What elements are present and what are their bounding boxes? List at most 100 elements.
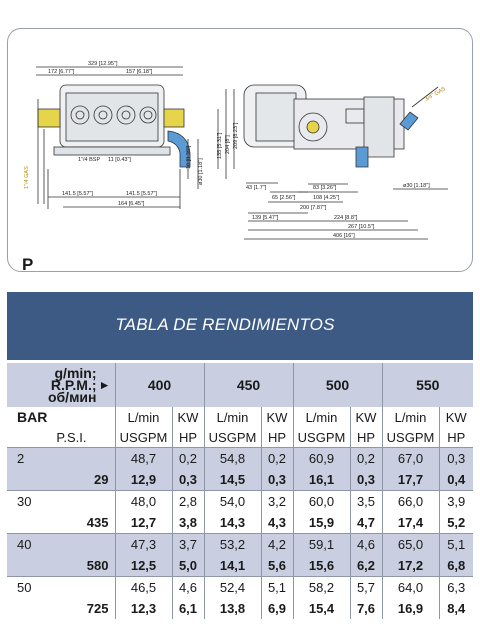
kw-cell: 5,7 xyxy=(349,576,382,598)
dim-141-left: 141.5 [5.57"] xyxy=(62,191,93,197)
kw-cell: 5,1 xyxy=(438,533,473,555)
psi-value: 580 xyxy=(7,555,115,577)
lmin-cell: 67,0 xyxy=(381,447,439,469)
dim-267: 267 [10.5"] xyxy=(348,224,375,230)
usgpm-cell: 14,3 xyxy=(203,512,261,534)
kw-cell: 3,9 xyxy=(438,490,473,512)
rpm-400: 400 xyxy=(114,363,204,407)
hp-cell: 4,3 xyxy=(260,512,293,534)
hp-cell: 0,4 xyxy=(438,469,473,491)
kw-cell: 4,2 xyxy=(260,533,293,555)
hp-cell: 5,6 xyxy=(260,555,293,577)
hp-cell: 6,8 xyxy=(438,555,473,577)
dim-200: 200 [7.87"] xyxy=(300,205,327,211)
lmin-cell: 47,3 xyxy=(114,533,172,555)
bar-value: 2 xyxy=(7,447,115,469)
dim-108: 108 [4.25"] xyxy=(313,195,340,201)
psi-value: 725 xyxy=(86,601,109,616)
kw-cell: 3,7 xyxy=(171,533,204,555)
usgpm-cell: 17,2 xyxy=(381,555,439,577)
hp-cell: 0,3 xyxy=(349,469,382,491)
usgpm-cell: 16,1 xyxy=(292,469,350,491)
dim-11: 11 [0.43"] xyxy=(108,157,131,163)
kw-cell: 6,3 xyxy=(438,576,473,598)
kw-cell: 4,6 xyxy=(171,576,204,598)
bar-label: BAR xyxy=(17,409,48,425)
kw-cell: 3,2 xyxy=(260,490,293,512)
dim-bsp: 1"/4 BSP xyxy=(78,157,100,163)
kw-cell: 0,2 xyxy=(260,447,293,469)
bar-value: 40 xyxy=(7,533,115,555)
hp-cell: 4,7 xyxy=(349,512,382,534)
lmin-cell: 54,8 xyxy=(203,447,261,469)
usgpm-cell: 15,4 xyxy=(292,598,350,619)
hp-cell: 0,3 xyxy=(171,469,204,491)
dim-209: 209 [8.23"] xyxy=(233,122,239,149)
hp-cell: 5,2 xyxy=(438,512,473,534)
lmin-cell: 64,0 xyxy=(381,576,439,598)
usgpm-cell: 17,7 xyxy=(381,469,439,491)
kw-cell: 3,5 xyxy=(349,490,382,512)
dim-139: 139 [5.47"] xyxy=(252,215,279,221)
hp-cell: 3,8 xyxy=(171,512,204,534)
usgpm-cell: 12,5 xyxy=(114,555,172,577)
lmin-cell: 58,2 xyxy=(292,576,350,598)
rpm-500: 500 xyxy=(292,363,382,407)
dim-o30-side: ø30 [1.18"] xyxy=(403,183,430,189)
dim-141-right: 141.5 [5.57"] xyxy=(126,191,157,197)
dim-gas-front: 1"/4 GAS xyxy=(24,166,30,189)
arrow-right-icon: ► xyxy=(98,378,111,392)
bar-value: 30 xyxy=(7,490,115,512)
usgpm-cell: 15,6 xyxy=(292,555,350,577)
pump-model-label: P xyxy=(22,255,34,274)
rpm-header-row: g/min; R.P.M.; об/мин ► 400 450 500 550 xyxy=(7,363,473,407)
technical-drawing-panel: 329 [12.95"] 172 [6.77"] 157 [6.18"] 1"/… xyxy=(7,28,473,274)
usgpm-cell: 14,1 xyxy=(203,555,261,577)
rpm-550: 550 xyxy=(381,363,473,407)
kw-cell: 5,1 xyxy=(260,576,293,598)
dim-43: 43 [1.7"] xyxy=(246,185,267,191)
dim-164: 164 [6.45"] xyxy=(118,201,145,207)
lmin-cell: 59,1 xyxy=(292,533,350,555)
dim-10: 10 [0.39"] xyxy=(186,145,192,169)
dim-o30-front: ø30 [1.18"] xyxy=(198,158,204,185)
lmin-cell: 60,9 xyxy=(292,447,350,469)
psi-value: 435 xyxy=(86,515,109,530)
lmin-cell: 48,0 xyxy=(114,490,172,512)
usgpm-cell: 12,7 xyxy=(114,512,172,534)
usgpm-cell: 13,8 xyxy=(203,598,261,619)
units-corner: g/min; R.P.M.; об/мин ► xyxy=(7,363,115,407)
table-title-bar: TABLA DE RENDIMIENTOS xyxy=(7,292,473,360)
performance-table: g/min; R.P.M.; об/мин ► 400 450 500 550 … xyxy=(7,363,473,619)
usgpm-cell: 15,9 xyxy=(292,512,350,534)
usgpm-cell: 12,9 xyxy=(114,469,172,491)
kw-cell: 2,8 xyxy=(171,490,204,512)
kw-cell: 0,2 xyxy=(171,447,204,469)
usgpm-cell: 12,3 xyxy=(114,598,172,619)
hp-cell: 7,6 xyxy=(349,598,382,619)
dim-172: 172 [6.77"] xyxy=(48,69,75,75)
lmin-cell: 46,5 xyxy=(114,576,172,598)
dim-65: 65 [2.56"] xyxy=(272,195,296,201)
lmin-cell: 66,0 xyxy=(381,490,439,512)
lmin-cell: 48,7 xyxy=(114,447,172,469)
lmin-cell: 53,2 xyxy=(203,533,261,555)
rpm-450: 450 xyxy=(203,363,293,407)
lmin-cell: 60,0 xyxy=(292,490,350,512)
dim-224: 224 [8.8"] xyxy=(334,215,358,221)
hp-cell: 8,4 xyxy=(438,598,473,619)
dim-83: 83 [3.26"] xyxy=(313,185,337,191)
kw-cell: 0,3 xyxy=(438,447,473,469)
dim-329: 329 [12.95"] xyxy=(88,61,118,67)
bar-value: 50 xyxy=(7,576,115,598)
dim-406: 406 [16"] xyxy=(333,233,355,239)
hp-cell: 6,2 xyxy=(349,555,382,577)
